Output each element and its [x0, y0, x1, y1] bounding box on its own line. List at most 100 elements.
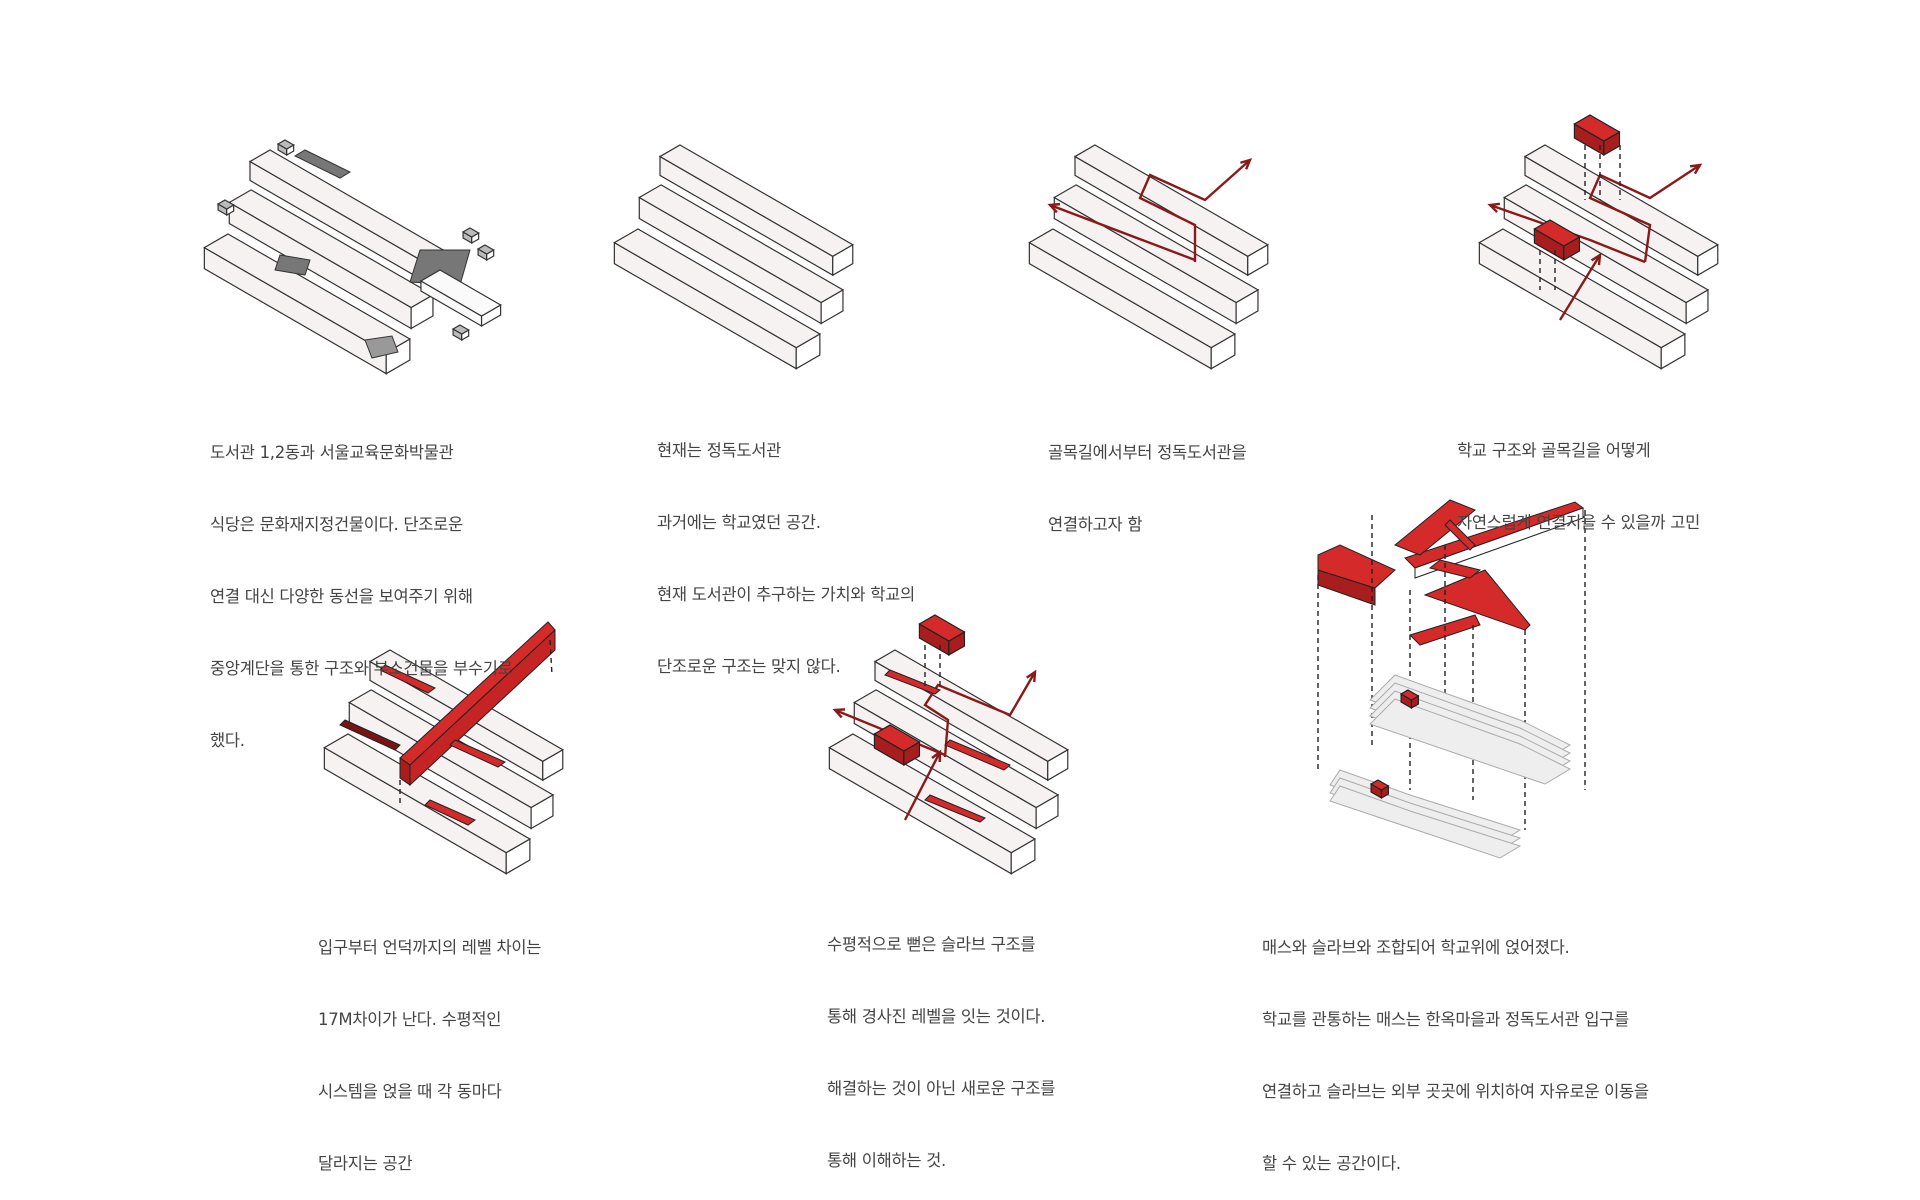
caption-alley-connection: 골목길에서부터 정독도서관을 연결하고자 함 — [1048, 393, 1247, 561]
school-wing-back-top — [1073, 144, 1269, 257]
floor-plate — [1369, 698, 1572, 785]
route-right-arrowhead — [1689, 163, 1703, 175]
caption-line: 과거에는 학교였던 공간. — [657, 513, 821, 532]
caption-natural-link: 학교 구조와 골목길을 어떻게 자연스럽게 연결지을 수 있을까 고민 — [1457, 391, 1700, 559]
red-mass-upper-top — [1573, 114, 1621, 142]
caption-line: 연결 대신 다양한 동선을 보여주기 위해 — [210, 587, 473, 606]
diagram-current-library — [613, 144, 854, 370]
small-annex-top — [451, 324, 470, 335]
route-entry-arrowhead — [931, 749, 942, 763]
red-mass-upper-top — [918, 614, 966, 642]
floor-plate-lower — [1329, 785, 1522, 859]
school-wing-front-top — [1028, 228, 1237, 349]
caption-line: 입구부터 언덕까지의 레벨 차이는 — [318, 938, 542, 957]
caption-line: 중앙계단을 통한 구조와 부소건물을 부수기로 — [210, 659, 513, 678]
diagram-existing-site — [203, 139, 502, 375]
school-wing-front-top — [828, 733, 1037, 854]
caption-line: 달라지는 공간 — [318, 1154, 413, 1173]
route-entry — [1558, 254, 1602, 321]
caption-line: 17M차이가 난다. 수평적인 — [318, 1010, 502, 1029]
caption-line: 해결하는 것이 아닌 새로운 구조를 — [827, 1079, 1056, 1098]
red-slab-fragment — [1428, 559, 1482, 579]
school-wing-middle-top — [1053, 184, 1260, 304]
caption-line: 매스와 슬라브와 조합되어 학교위에 얹어졌다. — [1262, 938, 1570, 957]
caption-line: 할 수 있는 공간이다. — [1262, 1154, 1401, 1173]
route-left-arrowhead — [832, 708, 846, 719]
alley-route-left-arrowhead — [1047, 202, 1061, 214]
route-right-arrowhead — [1026, 669, 1037, 683]
red-core-top — [1399, 689, 1420, 701]
red-slab-dark — [339, 719, 401, 751]
caption-existing-buildings: 도서관 1,2동과 서울교육문화박물관 식당은 문화재지정건물이다. 단조로운 … — [210, 393, 513, 777]
route-right — [1588, 163, 1701, 263]
caption-line: 도서관 1,2동과 서울교육문화박물관 — [210, 443, 454, 462]
school-wing-back-top — [873, 649, 1069, 762]
caption-line: 학교 구조와 골목길을 어떻게 — [1457, 441, 1651, 460]
red-slab — [884, 669, 941, 695]
red-slab — [424, 799, 477, 826]
diagram-alley-connection — [1028, 144, 1269, 370]
caption-line: 통해 이해하는 것. — [827, 1151, 946, 1170]
red-slab-fragment — [1444, 519, 1476, 551]
caption-line: 시스템을 얹을 때 각 동마다 — [318, 1082, 502, 1101]
concept-diagrams — [203, 114, 1719, 875]
alley-route-right — [1138, 159, 1251, 262]
museum-annex-top — [419, 269, 502, 317]
caption-horizontal-slab: 수평적으로 뻗은 슬라브 구조를 통해 경사진 레벨을 잇는 것이다. 해결하는… — [827, 885, 1055, 1197]
route-left-arrowhead — [1487, 202, 1501, 213]
caption-line: 현재는 정독도서관 — [657, 441, 781, 460]
school-wing-front-top — [323, 733, 532, 854]
school-wing-middle-top — [1503, 184, 1710, 304]
route-right — [923, 671, 1037, 758]
alley-route-left — [1049, 203, 1196, 262]
small-annex-top — [461, 227, 480, 238]
caption-line: 자연스럽게 연결지을 수 있을까 고민 — [1457, 513, 1700, 532]
projection-line — [549, 639, 553, 676]
route-entry-arrowhead — [1590, 252, 1602, 266]
caption-line: 연결하고자 함 — [1048, 515, 1143, 534]
red-slab — [944, 739, 1011, 771]
diagram-exploded-axon — [1317, 499, 1586, 859]
caption-line: 수평적으로 뻗은 슬라브 구조를 — [827, 935, 1036, 954]
route-left — [1489, 203, 1646, 264]
school-wing-front-top — [613, 228, 822, 349]
demolished-annex — [293, 149, 352, 179]
route-entry — [903, 751, 942, 821]
school-wing-middle-top — [228, 189, 435, 309]
red-slab-fragment — [1394, 499, 1476, 556]
caption-current-library: 현재는 정독도서관 과거에는 학교였던 공간. 현재 도서관이 추구하는 가치와… — [657, 391, 915, 703]
school-wing-back-top — [1523, 144, 1719, 257]
small-annex-top — [276, 139, 295, 150]
red-slab-fragment — [1423, 569, 1531, 631]
caption-line: 단조로운 구조는 맞지 않다. — [657, 657, 841, 676]
caption-line: 했다. — [210, 731, 245, 750]
caption-level-difference: 입구부터 언덕까지의 레벨 차이는 17M차이가 난다. 수평적인 시스템을 얹… — [318, 888, 541, 1200]
small-annex-top — [476, 244, 495, 255]
red-slab — [449, 739, 507, 768]
red-core-top — [1369, 779, 1390, 791]
alley-route-right-arrowhead — [1240, 158, 1253, 170]
small-annex-top — [216, 199, 235, 210]
school-wing-back-top — [658, 144, 854, 257]
red-mass-lower-top — [873, 724, 921, 752]
caption-line: 통해 경사진 레벨을 잇는 것이다. — [827, 1007, 1046, 1026]
school-wing-middle-top — [638, 184, 845, 304]
red-mass-lower-top — [1533, 219, 1581, 247]
caption-line: 연결하고 슬라브는 외부 곳곳에 위치하여 자유로운 이동을 — [1262, 1082, 1649, 1101]
cafeteria-building — [364, 335, 399, 359]
red-mass-bridge-side — [409, 628, 556, 787]
red-mass-left-top — [1317, 544, 1396, 589]
annex-block — [274, 254, 311, 276]
caption-line: 현재 도서관이 추구하는 가치와 학교의 — [657, 585, 915, 604]
caption-mass-and-slab: 매스와 슬라브와 조합되어 학교위에 얹어졌다. 학교를 관통하는 매스는 한옥… — [1262, 888, 1649, 1200]
caption-line: 식당은 문화재지정건물이다. 단조로운 — [210, 515, 463, 534]
red-mass-main-side — [1414, 507, 1584, 579]
red-slab — [379, 664, 436, 694]
diagram-natural-link — [1478, 114, 1719, 370]
red-slab — [924, 794, 986, 823]
diagram-horizontal-slab — [828, 614, 1069, 875]
diagram-level-difference — [323, 621, 564, 875]
caption-line: 골목길에서부터 정독도서관을 — [1048, 443, 1247, 462]
school-wing-front-top — [1478, 228, 1687, 349]
caption-line: 학교를 관통하는 매스는 한옥마을과 정독도서관 입구를 — [1262, 1010, 1629, 1029]
